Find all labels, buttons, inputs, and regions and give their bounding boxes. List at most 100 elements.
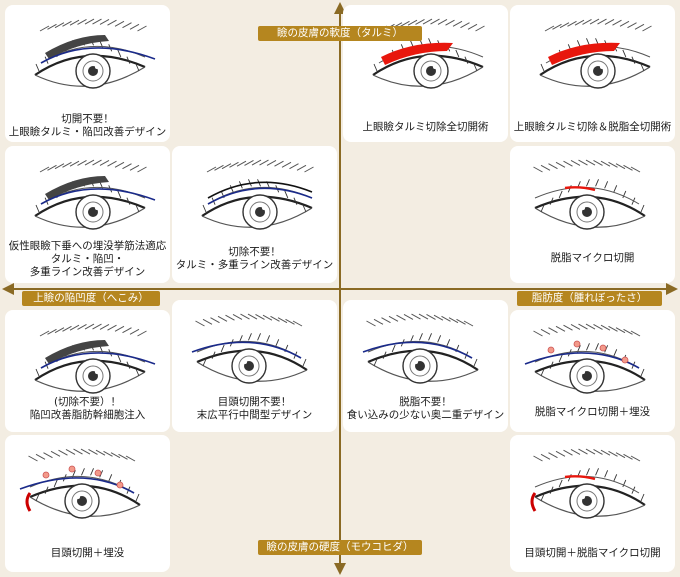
eyelash <box>302 204 307 213</box>
eyelash <box>126 361 131 369</box>
brow-hair <box>110 452 121 459</box>
catchlight <box>76 495 80 499</box>
card-c4: 仮性眼瞼下垂への埋没挙筋法適応 タルミ・陥凹・ 多重ライン改善デザイン <box>5 146 170 283</box>
pupil <box>415 361 425 371</box>
brow-hair <box>433 314 444 321</box>
eyelash <box>373 63 378 72</box>
eyelash <box>549 486 554 494</box>
card-c6: 脱脂マイクロ切開 <box>510 146 675 283</box>
brow-hair <box>366 320 376 327</box>
brow-hair <box>540 164 551 171</box>
brow-hair <box>448 317 459 324</box>
eyelash <box>604 470 609 478</box>
eyelash <box>595 343 599 351</box>
brow-hair <box>125 455 136 462</box>
brow-hair <box>593 449 603 455</box>
card-c8: 目頭切開不要！ 末広平行中間型デザイン <box>172 300 337 432</box>
pupil <box>244 361 254 371</box>
brow-hair <box>225 314 235 321</box>
eyelash <box>631 56 636 64</box>
card-c1: 切開不要！ 上眼瞼タルミ・陥凹改善デザイン <box>5 5 170 142</box>
marking-blue-line <box>524 352 640 369</box>
eye-group <box>530 448 646 519</box>
caption-line: 目頭切開＋埋没 <box>50 547 125 559</box>
caption-line: 脱脂不要！ <box>399 396 452 408</box>
brow-hair <box>615 163 626 170</box>
brow-hair <box>221 163 232 170</box>
brow-hair <box>229 161 239 168</box>
eyelash <box>586 179 590 187</box>
brow-hair <box>463 320 474 327</box>
brow-hair <box>548 327 558 334</box>
brow-hair <box>578 448 588 455</box>
eyelash <box>428 333 432 341</box>
brow-hair <box>563 160 573 167</box>
eyelash <box>558 354 563 363</box>
brow-hair <box>630 330 641 337</box>
eye-illustration <box>530 448 646 519</box>
brow-hair <box>608 325 618 332</box>
brow-hair <box>114 161 125 168</box>
eyelash <box>391 344 396 353</box>
eyelash <box>117 49 122 58</box>
eyelash <box>586 343 590 351</box>
eyelash <box>90 468 94 476</box>
eyelash <box>595 468 599 476</box>
card-c7: (切除不要）！ 陥凹改善脂肪幹細胞注入 <box>5 310 170 432</box>
eyelash <box>220 344 225 353</box>
eye-illustration <box>191 313 308 384</box>
eyelash <box>437 335 442 343</box>
brow-hair <box>411 313 421 320</box>
marking-blue-line <box>207 187 313 205</box>
brow-hair <box>570 449 581 455</box>
eyelash <box>622 479 627 488</box>
eyelash <box>284 190 289 199</box>
marking-red-incision <box>564 186 596 192</box>
brow-hair <box>137 330 147 337</box>
brow-hair <box>39 166 50 173</box>
eyelash <box>549 197 554 205</box>
brow-hair <box>630 455 641 462</box>
brow-hair <box>400 20 410 27</box>
brow-hair <box>88 449 98 455</box>
brow-hair <box>589 18 600 25</box>
brow-hair <box>563 324 573 331</box>
caption-line: 仮性眼瞼下垂への埋没挙筋法適応 <box>8 240 167 252</box>
caption-line: 食い込みの少ない奥二重デザイン <box>346 409 505 421</box>
eyelash <box>622 190 627 199</box>
eyelash <box>211 351 216 359</box>
eyelash <box>540 204 545 213</box>
eyelash <box>549 361 554 369</box>
pupil <box>582 496 592 506</box>
eyelash <box>135 204 140 213</box>
brow-hair <box>548 163 558 170</box>
brow-hair <box>69 324 80 331</box>
brow-hair <box>47 23 57 30</box>
iris-ring <box>71 490 93 512</box>
brow-hair <box>619 20 630 27</box>
brow-hair <box>597 18 607 25</box>
brow-hair <box>206 166 217 173</box>
eyelash <box>108 474 113 482</box>
brow-hair <box>623 164 633 171</box>
iris-ring <box>238 355 260 377</box>
pupil <box>582 371 592 381</box>
eyelash <box>117 190 122 199</box>
brow-hair <box>107 19 117 26</box>
card-caption: 上眼瞼タルミ切除全切開術 <box>343 121 508 134</box>
pupil <box>255 207 265 217</box>
catchlight <box>433 65 437 69</box>
brow-hair <box>39 330 50 337</box>
eyelash <box>613 474 618 482</box>
brow-hair <box>593 324 603 330</box>
brow-hair <box>92 159 102 166</box>
brow-hair <box>107 160 117 167</box>
caption-line: 多重ライン改善デザイン <box>29 266 146 278</box>
brow-hair <box>77 19 87 25</box>
brow-hair <box>77 160 87 166</box>
brow-hair <box>259 159 269 166</box>
catchlight <box>581 206 585 210</box>
brow-hair <box>129 328 140 335</box>
brow-hair <box>304 166 314 173</box>
eye-illustration <box>539 18 652 89</box>
